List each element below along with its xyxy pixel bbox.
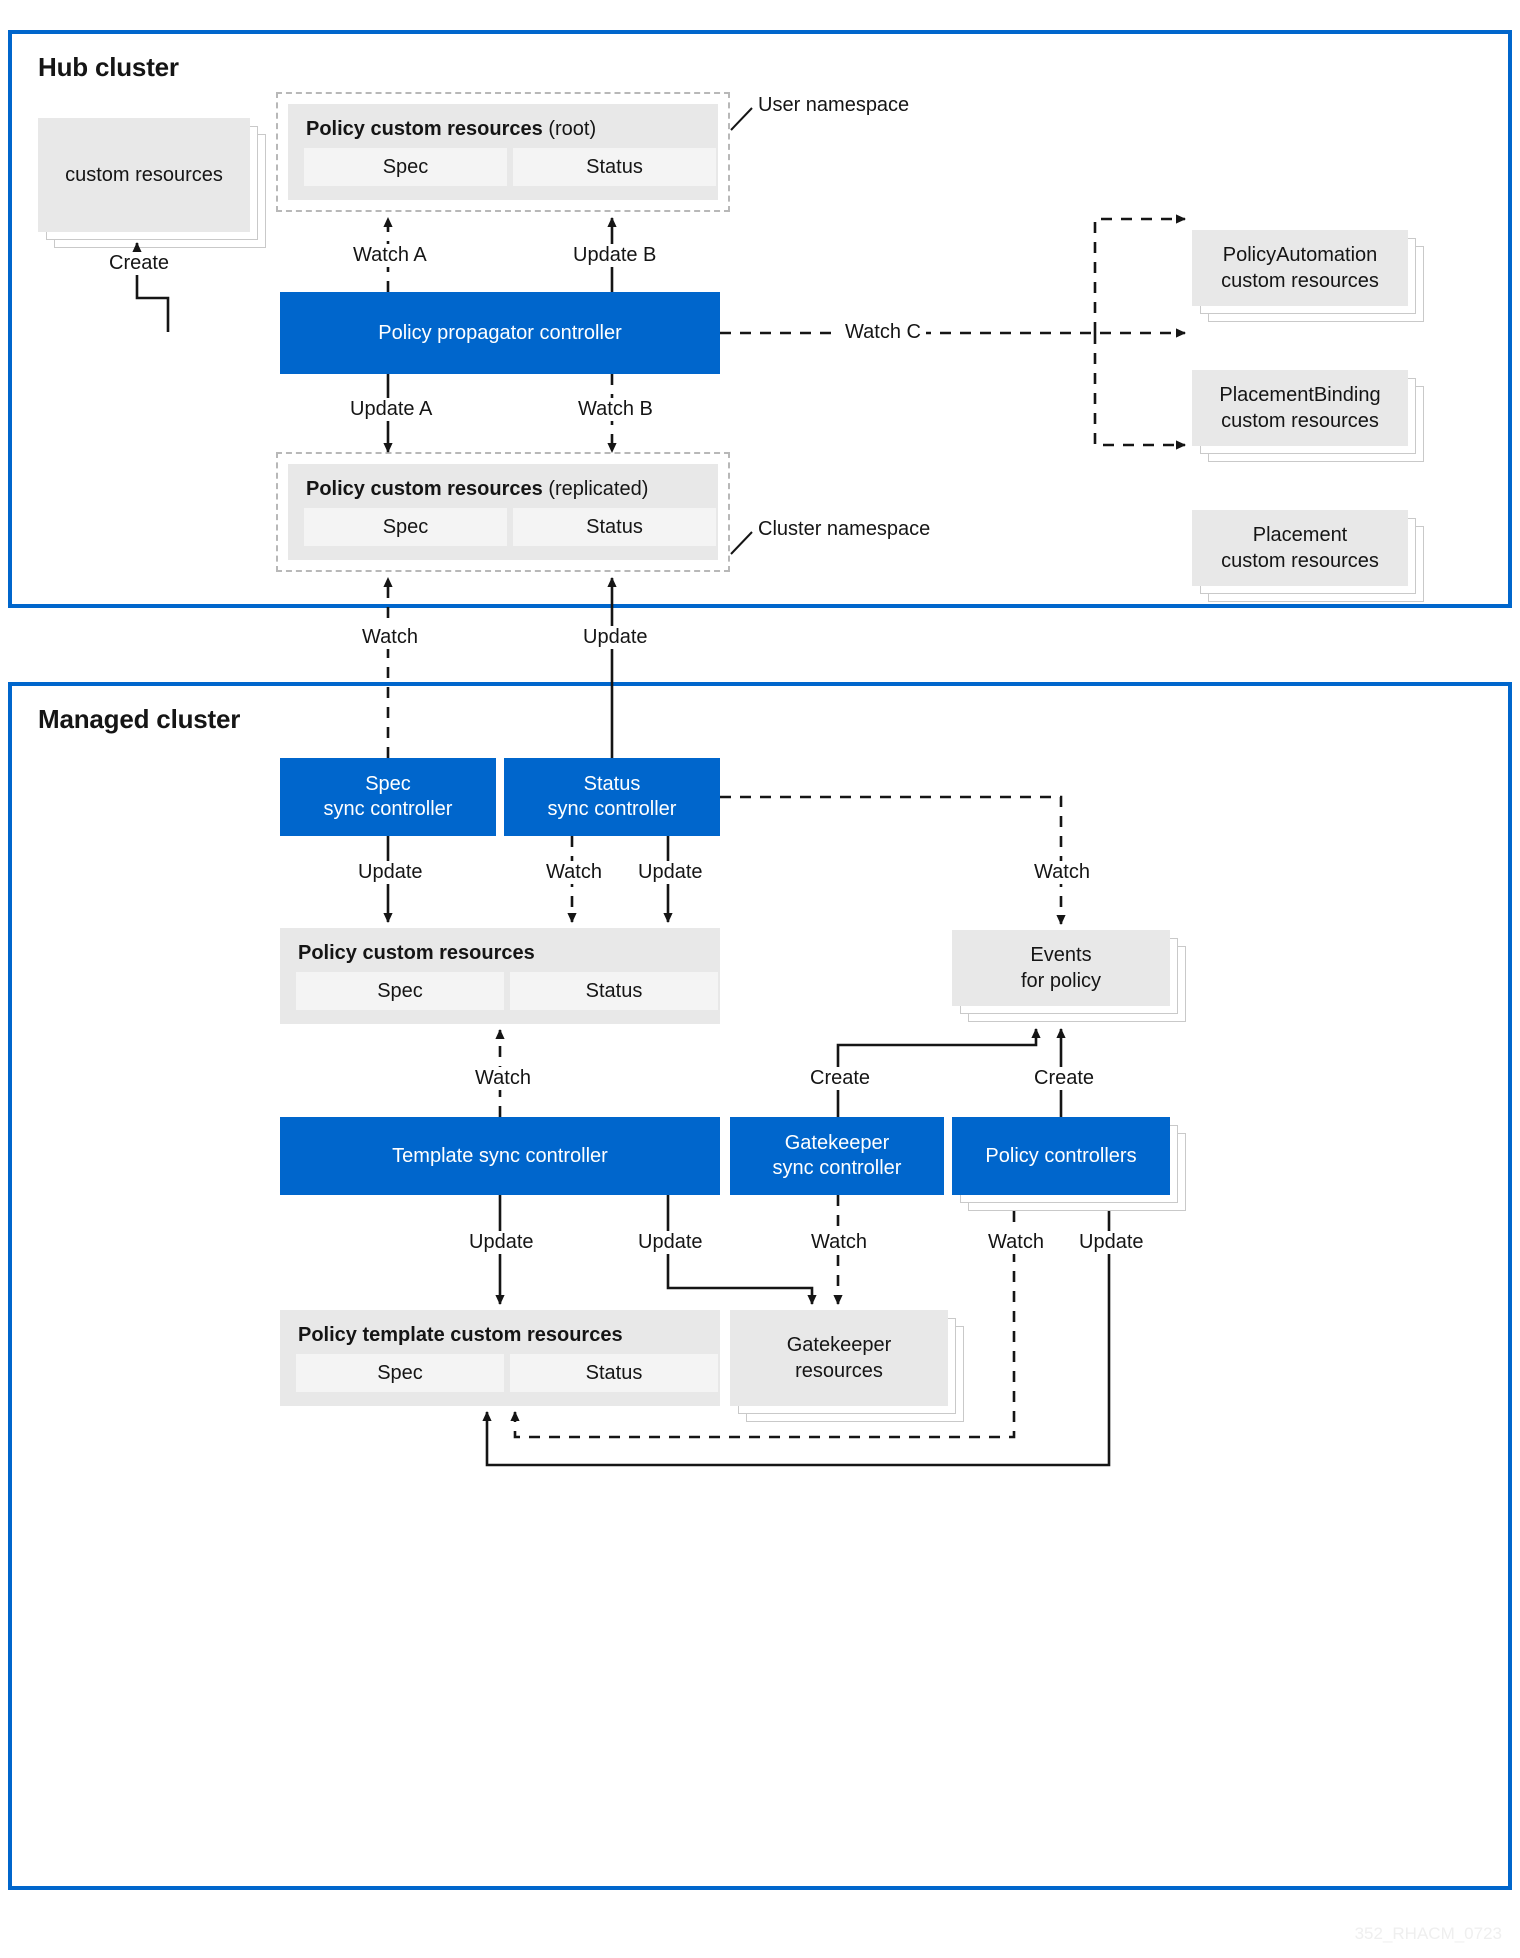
placementbinding-line2: custom resources: [1221, 410, 1379, 432]
managed-cluster-frame: [8, 682, 1512, 1890]
policy-template-spec-cell: Spec: [296, 1354, 504, 1392]
managed-policy-cr-box: Policy custom resources Spec Status: [280, 928, 720, 1024]
cluster-namespace-label: Cluster namespace: [758, 518, 931, 540]
edge-label-create: Create: [104, 252, 175, 275]
replicated-policy-cr-box: Policy custom resources (replicated) Spe…: [288, 464, 718, 560]
edge-label-bridge-update: Update: [578, 626, 653, 649]
policyautomation-line1: PolicyAutomation: [1222, 244, 1378, 266]
edge-label-watch-policy-controllers: Watch: [983, 1231, 1049, 1254]
template-sync-controller[interactable]: Template sync controller: [280, 1117, 720, 1195]
events-line1: Events: [1030, 944, 1092, 966]
edge-label-watch-a: Watch A: [348, 244, 432, 267]
user-namespace-label: User namespace: [758, 94, 910, 116]
edge-label-create-gatekeeper: Create: [805, 1067, 876, 1090]
gatekeeper-resources-line1: Gatekeeper: [786, 1334, 892, 1356]
status-sync-controller[interactable]: Status sync controller: [504, 758, 720, 836]
edge-label-update-template-right: Update: [633, 1231, 708, 1254]
edge-label-update-policy-controllers: Update: [1074, 1231, 1149, 1254]
policy-template-status-cell: Status: [510, 1354, 718, 1392]
replicated-policy-status-cell: Status: [513, 508, 716, 546]
gatekeeper-sync-line1: Gatekeeper: [784, 1132, 890, 1154]
edge-label-watch-gatekeeper: Watch: [806, 1231, 872, 1254]
managed-policy-cr-title: Policy custom resources: [298, 942, 535, 964]
placement-custom-resources-box: Placement custom resources: [1192, 510, 1408, 586]
edge-label-bridge-watch: Watch: [357, 626, 423, 649]
gatekeeper-sync-controller[interactable]: Gatekeeper sync controller: [730, 1117, 944, 1195]
root-policy-cr-box: Policy custom resources (root) Spec Stat…: [288, 104, 718, 200]
user-namespace-outline: [276, 92, 730, 212]
spec-sync-line2: sync controller: [323, 798, 453, 820]
gatekeeper-resources-box: Gatekeeper resources: [730, 1310, 948, 1406]
spec-sync-controller[interactable]: Spec sync controller: [280, 758, 496, 836]
placement-line2: custom resources: [1221, 550, 1379, 572]
edge-label-events-watch: Watch: [1029, 861, 1095, 884]
hub-custom-resources-box: custom resources: [38, 118, 250, 232]
placement-line1: Placement: [1252, 524, 1348, 546]
policy-template-cr-box: Policy template custom resources Spec St…: [280, 1310, 720, 1406]
policyautomation-custom-resources-box: PolicyAutomation custom resources: [1192, 230, 1408, 306]
managed-cluster-title: Managed cluster: [38, 704, 241, 734]
replicated-policy-spec-cell: Spec: [304, 508, 507, 546]
edge-label-watch-b: Watch B: [573, 398, 658, 421]
status-sync-line2: sync controller: [547, 798, 677, 820]
managed-policy-status-cell: Status: [510, 972, 718, 1010]
placementbinding-line1: PlacementBinding: [1219, 384, 1381, 406]
edge-label-update-a: Update A: [345, 398, 438, 421]
edge-label-spec-update: Update: [353, 861, 428, 884]
edge-label-update-template-left: Update: [464, 1231, 539, 1254]
root-policy-cr-title: Policy custom resources (root): [306, 118, 597, 140]
policy-controllers[interactable]: Policy controllers: [952, 1117, 1170, 1195]
root-policy-status-cell: Status: [513, 148, 716, 186]
edge-label-status-update: Update: [633, 861, 708, 884]
edge-label-template-watch: Watch: [470, 1067, 536, 1090]
root-policy-spec-cell: Spec: [304, 148, 507, 186]
edge-label-status-watch: Watch: [541, 861, 607, 884]
edge-label-create-policy-controllers: Create: [1029, 1067, 1100, 1090]
managed-policy-spec-cell: Spec: [296, 972, 504, 1010]
cluster-namespace-outline: [276, 452, 730, 572]
replicated-policy-cr-title: Policy custom resources (replicated): [306, 478, 649, 500]
events-for-policy-box: Events for policy: [952, 930, 1170, 1006]
gatekeeper-sync-line2: sync controller: [772, 1157, 902, 1179]
hub-cluster-title: Hub cluster: [38, 52, 179, 82]
placementbinding-custom-resources-box: PlacementBinding custom resources: [1192, 370, 1408, 446]
gatekeeper-resources-line2: resources: [795, 1360, 883, 1382]
status-sync-line1: Status: [583, 773, 641, 795]
policy-template-cr-title: Policy template custom resources: [298, 1324, 623, 1346]
spec-sync-line1: Spec: [365, 773, 411, 795]
events-line2: for policy: [1020, 970, 1102, 992]
watermark: 352_RHACM_0723: [1354, 1924, 1502, 1943]
edge-label-watch-c: Watch C: [840, 321, 926, 344]
policyautomation-line2: custom resources: [1221, 270, 1379, 292]
policy-propagator-controller[interactable]: Policy propagator controller: [280, 292, 720, 374]
hub-custom-resources-label: custom resources: [65, 164, 223, 186]
edge-label-update-b: Update B: [568, 244, 662, 267]
